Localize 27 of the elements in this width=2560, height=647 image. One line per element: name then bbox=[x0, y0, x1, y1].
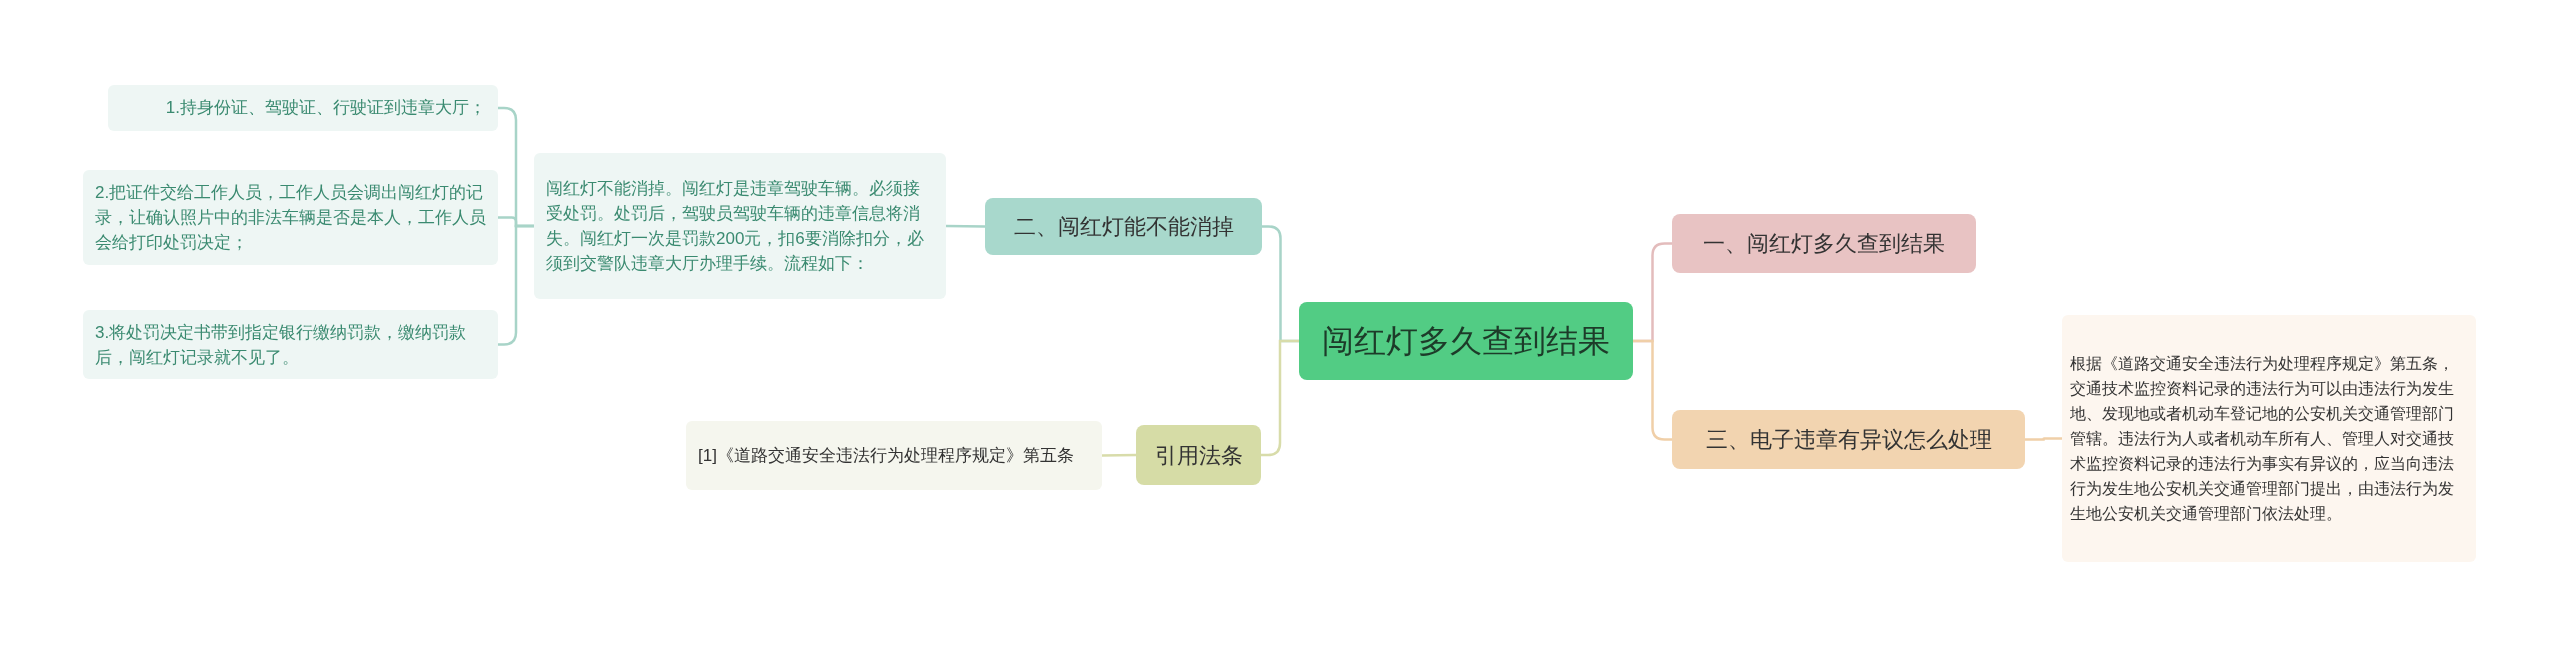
note-card bbox=[2062, 315, 2476, 562]
note-card bbox=[686, 421, 1102, 490]
branch-topic bbox=[1136, 425, 1261, 485]
topic-text: 二、闯红灯能不能消掉 bbox=[1012, 213, 1235, 241]
note-card bbox=[534, 153, 946, 299]
connector-line bbox=[1261, 339, 1299, 457]
topic-text: [1]《道路交通安全违法行为处理程序规定》第五条 bbox=[698, 445, 1075, 467]
connector-line bbox=[946, 224, 985, 228]
topic-text: 一、闯红灯多久查到结果 bbox=[1702, 230, 1946, 258]
topic-text: 闯红灯不能消掉。闯红灯是违章驾驶车辆。必须接受处罚。处罚后，驾驶员驾驶车辆的违章信息将消失。闯红灯一次是罚款200元，扣6要消除扣分，必须到交警队违章大厅办理手续。流程如下： bbox=[546, 178, 925, 275]
step-card bbox=[83, 170, 498, 265]
connector-line bbox=[1633, 339, 1672, 441]
topic-text: 1.持身份证、驾驶证、行驶证到违章大厅； bbox=[164, 97, 486, 120]
branch-topic bbox=[985, 198, 1262, 255]
step-card bbox=[108, 85, 498, 131]
topic-text: 3.将处罚决定书带到指定银行缴纳罚款，缴纳罚款后，闯红灯记录就不见了。 bbox=[95, 321, 468, 369]
topic-text: 闯红灯多久查到结果 bbox=[1321, 322, 1611, 361]
connector-line bbox=[2025, 437, 2062, 441]
root-topic bbox=[1299, 302, 1633, 380]
topic-text: 三、电子违章有异议怎么处理 bbox=[1704, 426, 1993, 454]
topic-text: 2.把证件交给工作人员，工作人员会调出闯红灯的记录，让确认照片中的非法车辆是否是本人，工作人员会给打印处罚决定； bbox=[95, 182, 486, 254]
connector-line bbox=[1102, 453, 1136, 457]
topic-text: 引用法条 bbox=[1153, 441, 1244, 470]
branch-topic bbox=[1672, 214, 1976, 273]
branch-topic bbox=[1672, 410, 2025, 469]
step-card bbox=[83, 310, 498, 379]
topic-text: 根据《道路交通安全违法行为处理程序规定》第五条，交通技术监控资料记录的违法行为可以由违法行为发生地、发现地或者机动车登记地的公安机关交通管理部门管辖。违法行为人或者机动车所有人、管理人对交通技术监控资料记录的违法行为事实有异议的，应当向违法行为发生地公安机关交通管理部门提出，由违法行为发生地公安机关交通管理部门依法处理。 bbox=[2070, 354, 2455, 524]
